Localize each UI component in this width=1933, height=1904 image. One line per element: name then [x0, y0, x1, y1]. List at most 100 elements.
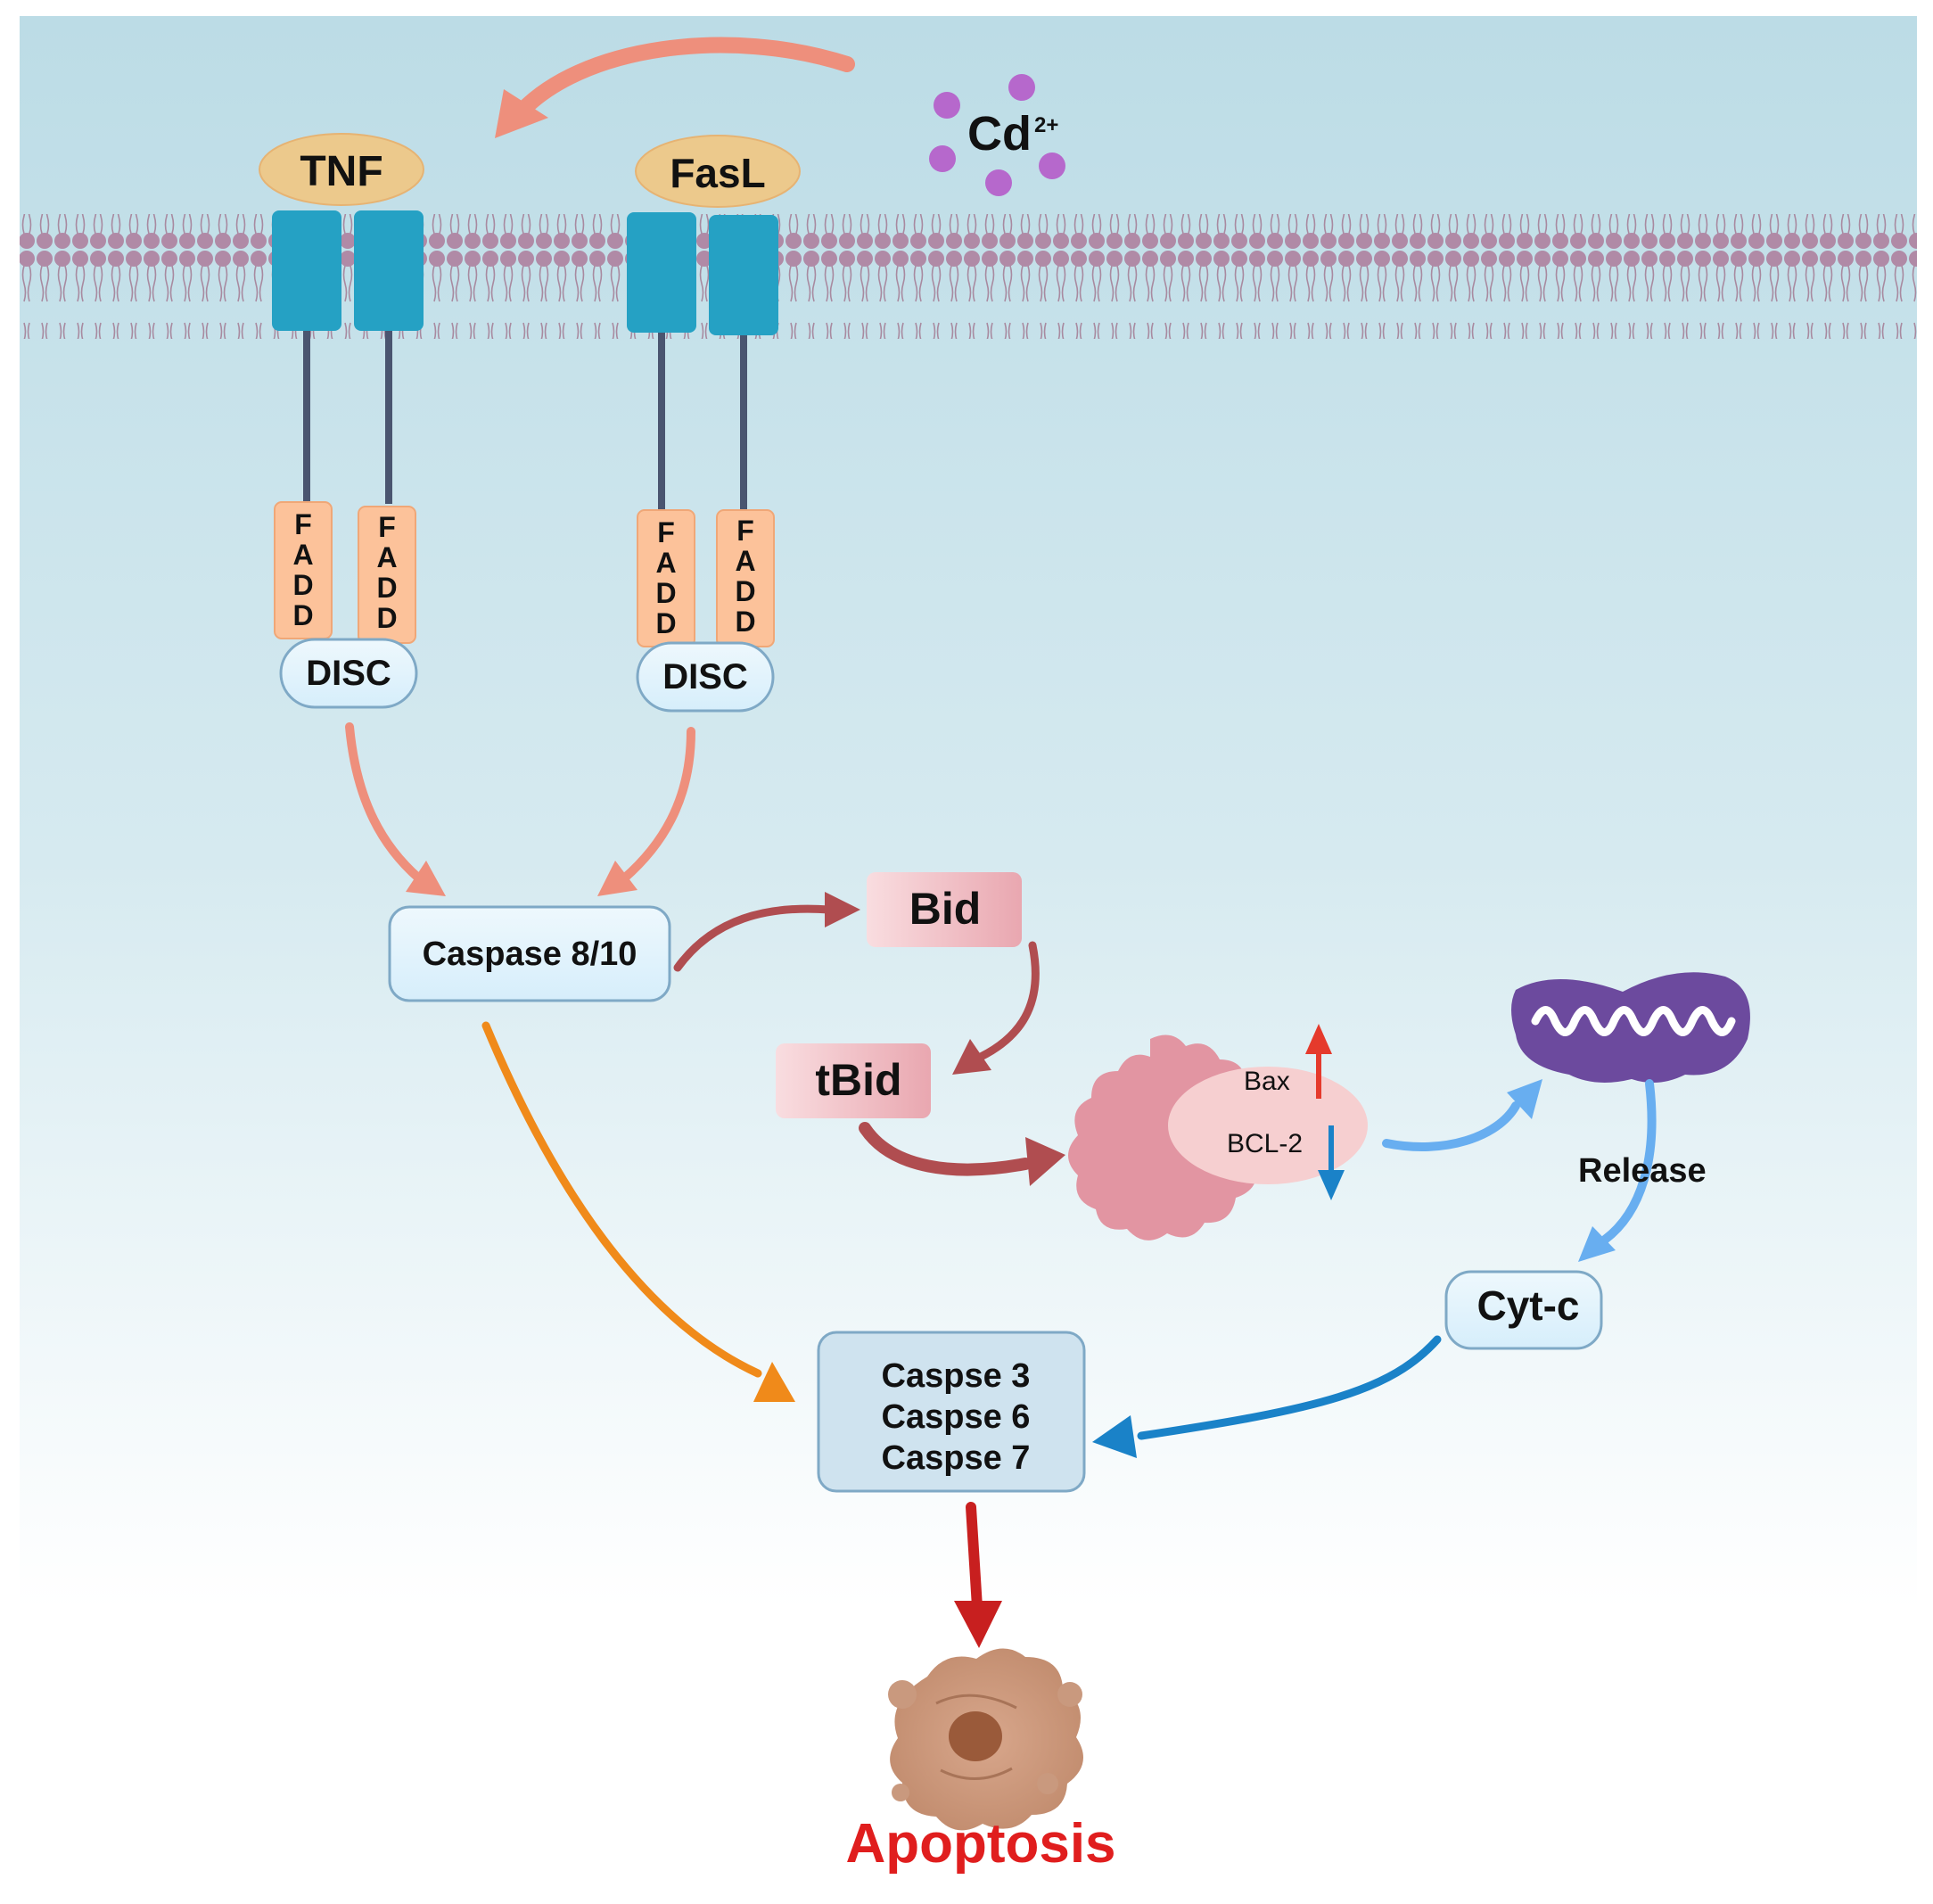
tbid-label: tBid	[815, 1055, 901, 1105]
cytc-to-caspase3-arrow	[1137, 1335, 1442, 1440]
cadmium-ion-cluster: Cd 2+	[929, 74, 1065, 196]
bcl2-label: BCL-2	[1227, 1129, 1303, 1158]
organelle-lines	[935, 1694, 1017, 1780]
arrowhead	[1507, 1079, 1542, 1119]
caspase3-to-apoptosis-arrow	[966, 1502, 983, 1612]
arrowhead	[1025, 1137, 1065, 1186]
ion-dot	[1039, 152, 1065, 179]
fasl-label: FasL	[670, 150, 765, 196]
executioner-box	[817, 1331, 1086, 1493]
cytc-box	[1444, 1270, 1603, 1350]
receptor-block	[627, 212, 696, 333]
fadd-letter: D	[735, 606, 755, 638]
fadd-letter: D	[376, 572, 397, 604]
fadd-letter: D	[292, 569, 313, 601]
mito-cristae	[1531, 1006, 1736, 1036]
tbid-box	[776, 1043, 931, 1118]
up-arrow-icon	[1305, 1024, 1332, 1054]
cytc-node: Cyt-c	[1444, 1270, 1603, 1350]
ion-charge: 2+	[1034, 113, 1058, 137]
bax-label: Bax	[1244, 1067, 1290, 1096]
disc-right-label: DISC	[662, 657, 748, 696]
cytc-label: Cyt-c	[1476, 1282, 1579, 1329]
tnf-label: TNF	[300, 148, 382, 195]
arrowhead	[952, 1039, 991, 1075]
fadd-letter: D	[655, 607, 676, 639]
tbid-to-bcl2-arrow	[859, 1122, 1032, 1176]
apoptosis-label: Apoptosis	[845, 1813, 1115, 1875]
fadd-letter: F	[294, 508, 312, 540]
arrowhead	[406, 861, 446, 896]
caspase8-to-bid-arrow	[673, 904, 834, 972]
apoptotic-cell-icon	[888, 1648, 1083, 1831]
arrowhead	[825, 892, 860, 927]
nucleus	[949, 1711, 1002, 1761]
blebbing-body	[888, 1680, 917, 1709]
tbid-node: tBid	[776, 1043, 931, 1118]
receptor-block	[354, 210, 424, 331]
arrowhead	[1578, 1226, 1616, 1262]
ion-dot	[934, 92, 960, 119]
caspase-8-10-box	[388, 905, 671, 1002]
arrowhead	[753, 1362, 795, 1402]
bid-label: Bid	[909, 884, 982, 934]
blebbing-body	[1037, 1773, 1058, 1794]
disc-pill	[279, 638, 418, 709]
fadd-letter: D	[292, 599, 313, 631]
fadd-letter: D	[655, 577, 676, 609]
ion-dot	[985, 169, 1012, 196]
release-label: Release	[1578, 1152, 1707, 1190]
fadd-letter: A	[376, 541, 397, 573]
fadd-letter: F	[657, 516, 675, 548]
receptor-block	[272, 210, 341, 331]
tnf-receptor	[272, 210, 424, 504]
disc-right: DISC	[636, 641, 775, 713]
caspase-8-10-node: Caspase 8/10	[388, 905, 671, 1002]
mito-to-cytc-arrow	[1600, 1079, 1657, 1244]
fadd-letter: D	[376, 602, 397, 634]
fadd-letter: A	[735, 545, 755, 577]
disc-left: DISC	[279, 638, 418, 709]
caspase8-to-caspase3-arrow	[481, 1021, 762, 1378]
fasl-ligand: FasL	[635, 135, 801, 208]
arrowhead	[954, 1601, 1002, 1648]
disc-to-caspase8-arrow	[345, 722, 424, 883]
fadd-letter: F	[378, 511, 396, 543]
executioner-caspases-node: Caspse 3 Caspse 6 Caspse 7	[817, 1331, 1086, 1493]
arrowhead	[597, 861, 637, 896]
arrowhead	[1092, 1415, 1137, 1458]
ion-dot	[929, 145, 956, 172]
caspase-7-label: Caspse 7	[882, 1439, 1031, 1477]
disc-pill	[636, 641, 775, 713]
fadd-adaptor: F A D D	[716, 509, 775, 647]
fadd-adaptor: F A D D	[358, 506, 416, 644]
disc-to-caspase8-arrow	[620, 727, 695, 883]
ion-label: Cd	[967, 107, 1032, 161]
fadd-letter: A	[655, 547, 676, 579]
fadd-box	[274, 501, 333, 639]
bax-bcl2-complex: Bax BCL-2	[1068, 1024, 1368, 1240]
tnf-ligand: TNF	[259, 133, 424, 206]
down-arrow-icon	[1318, 1170, 1345, 1200]
fas-receptor	[627, 212, 778, 510]
ion-dot	[1008, 74, 1035, 101]
arrowhead	[495, 89, 548, 138]
bid-box	[867, 872, 1022, 947]
fadd-adaptor: F A D D	[637, 509, 695, 647]
caspase-6-label: Caspse 6	[882, 1398, 1031, 1436]
fadd-letter: A	[292, 539, 313, 571]
caspase-3-label: Caspse 3	[882, 1357, 1031, 1395]
blebbing-body	[892, 1784, 909, 1801]
bcl2-to-mito-arrow	[1382, 1101, 1520, 1151]
fadd-letter: D	[735, 575, 755, 607]
mitochondrion-icon	[1511, 972, 1750, 1083]
mito-outer	[1511, 972, 1750, 1083]
blebbing-body	[1057, 1682, 1082, 1707]
caspase-8-10-label: Caspase 8/10	[423, 936, 637, 973]
bid-to-tbid-arrow	[976, 941, 1040, 1061]
cd-to-tnf-arrow	[509, 37, 855, 124]
fasl-ellipse	[635, 135, 801, 208]
disc-left-label: DISC	[306, 654, 391, 693]
fadd-letter: F	[736, 515, 754, 547]
